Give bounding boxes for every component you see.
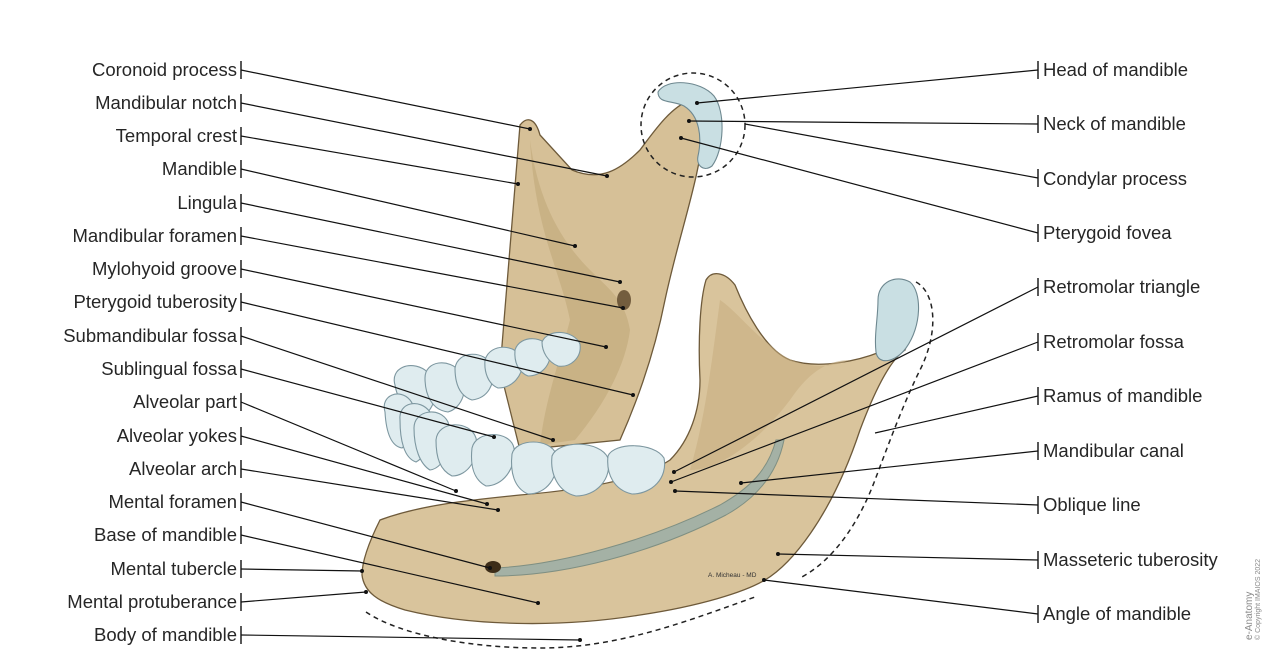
mandible-illustration: A. Micheau - MD xyxy=(361,72,934,649)
leader-head-of-mandible xyxy=(695,61,1039,105)
label-head-of-mandible: Head of mandible xyxy=(1043,59,1188,80)
leader-mental-tubercle xyxy=(240,560,364,578)
leader-angle-of-mandible xyxy=(762,578,1039,623)
credit-copyright: © Copyright IMAIOS 2022 xyxy=(1255,558,1262,640)
label-mylohyoid-groove: Mylohyoid groove xyxy=(92,258,237,279)
leader-retromolar-fossa xyxy=(669,333,1039,484)
leader-mandible xyxy=(240,160,577,248)
label-pterygoid-fovea: Pterygoid fovea xyxy=(1043,222,1172,243)
teeth-front-row xyxy=(383,393,666,497)
leader-masseteric-tuberosity xyxy=(776,551,1039,569)
condyle-highlight-circle xyxy=(640,72,746,178)
leader-sublingual-fossa xyxy=(240,360,496,439)
right-leaders xyxy=(669,61,1039,623)
label-coronoid-process: Coronoid process xyxy=(92,59,237,80)
label-mandibular-canal: Mandibular canal xyxy=(1043,440,1184,461)
leader-pterygoid-tuberosity xyxy=(240,293,635,397)
leader-ramus-of-mandible xyxy=(874,387,1039,434)
label-mandibular-foramen: Mandibular foramen xyxy=(72,225,237,246)
leader-neck-of-mandible xyxy=(687,115,1039,133)
label-ramus-of-mandible: Ramus of mandible xyxy=(1043,385,1202,406)
credit-brand: e-Anatomy xyxy=(1244,591,1255,640)
right-condyle-head xyxy=(874,278,920,362)
label-mandibular-notch: Mandibular notch xyxy=(95,92,237,113)
label-mental-foramen: Mental foramen xyxy=(108,491,237,512)
label-oblique-line: Oblique line xyxy=(1043,494,1141,515)
label-base-of-mandible: Base of mandible xyxy=(94,524,237,545)
leader-alveolar-part xyxy=(240,393,458,493)
right-labels: Head of mandible Neck of mandible Condyl… xyxy=(1043,59,1219,624)
left-leaders xyxy=(240,61,635,644)
left-condyle-head xyxy=(657,82,723,169)
mandibular-foramen-shape xyxy=(617,290,631,310)
label-body-of-mandible: Body of mandible xyxy=(94,624,237,645)
label-alveolar-yokes: Alveolar yokes xyxy=(117,425,237,446)
label-lingula: Lingula xyxy=(177,192,237,213)
leader-mental-foramen xyxy=(240,493,492,570)
leader-lingula xyxy=(240,194,622,284)
artist-signature: A. Micheau - MD xyxy=(708,572,757,579)
label-alveolar-part: Alveolar part xyxy=(133,391,237,412)
label-condylar-process: Condylar process xyxy=(1043,168,1187,189)
leader-mandibular-canal xyxy=(739,442,1039,485)
ramus-dashed-outline xyxy=(799,281,934,579)
mental-foramen-shape xyxy=(485,561,501,573)
leader-mental-protuberance xyxy=(240,590,368,611)
leader-mandibular-notch xyxy=(240,94,609,178)
leader-alveolar-arch xyxy=(240,460,500,512)
label-retromolar-fossa: Retromolar fossa xyxy=(1043,331,1185,352)
label-pterygoid-tuberosity: Pterygoid tuberosity xyxy=(73,291,237,312)
label-submandibular-fossa: Submandibular fossa xyxy=(63,325,238,346)
leader-mylohyoid-groove xyxy=(240,260,608,349)
label-angle-of-mandible: Angle of mandible xyxy=(1043,603,1191,624)
leader-temporal-crest xyxy=(240,127,520,186)
label-mental-tubercle: Mental tubercle xyxy=(111,558,237,579)
leader-coronoid-process xyxy=(240,61,532,131)
leader-oblique-line xyxy=(673,489,1039,514)
leader-alveolar-yokes xyxy=(240,427,489,506)
leader-condylar-process xyxy=(744,123,1039,187)
leader-base-of-mandible xyxy=(240,526,540,605)
label-mental-protuberance: Mental protuberance xyxy=(67,591,237,612)
leader-body-of-mandible xyxy=(240,626,582,644)
left-labels: Coronoid process Mandibular notch Tempor… xyxy=(63,59,238,645)
label-masseteric-tuberosity: Masseteric tuberosity xyxy=(1043,549,1219,570)
leader-pterygoid-fovea xyxy=(679,136,1039,242)
label-neck-of-mandible: Neck of mandible xyxy=(1043,113,1186,134)
leader-submandibular-fossa xyxy=(240,327,555,442)
leader-mandibular-foramen xyxy=(240,227,625,310)
copyright-credit: e-Anatomy © Copyright IMAIOS 2022 xyxy=(1244,559,1263,640)
label-sublingual-fossa: Sublingual fossa xyxy=(101,358,237,379)
left-ramus-inner-shadow xyxy=(530,140,630,445)
label-retromolar-triangle: Retromolar triangle xyxy=(1043,276,1200,297)
label-mandible: Mandible xyxy=(162,158,237,179)
leader-retromolar-triangle xyxy=(672,278,1039,474)
mandible-body-shading xyxy=(690,300,850,470)
base-dashed-outline xyxy=(365,596,756,649)
label-alveolar-arch: Alveolar arch xyxy=(129,458,237,479)
mandibular-canal-shape xyxy=(494,439,785,577)
label-temporal-crest: Temporal crest xyxy=(116,125,237,146)
